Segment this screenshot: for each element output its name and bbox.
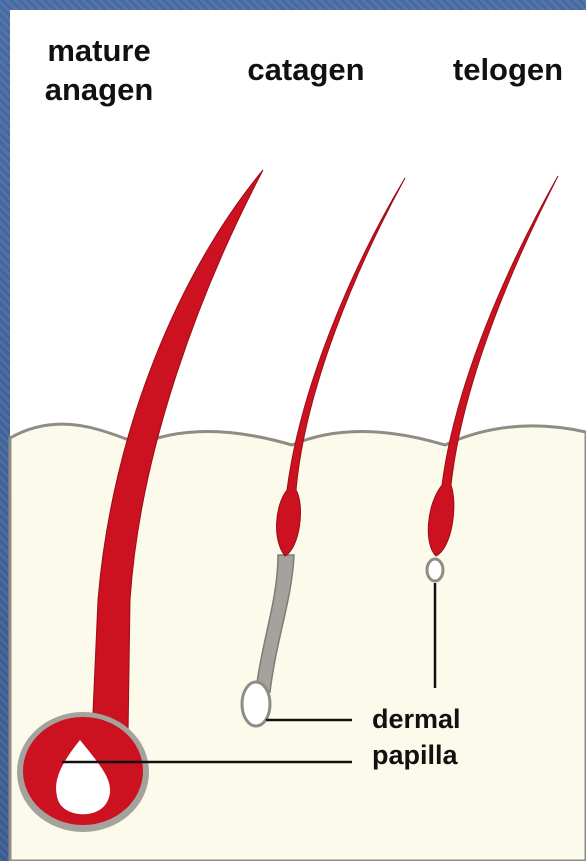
callout-papilla: papilla: [372, 740, 458, 771]
catagen-dermal-papilla: [242, 682, 270, 726]
stage-label-mature-anagen: mature anagen: [24, 31, 174, 109]
stage-label-anagen-line: anagen: [24, 70, 174, 109]
callout-dermal: dermal: [372, 704, 461, 735]
telogen-dermal-papilla: [427, 559, 443, 581]
stage-label-mature-line: mature: [24, 31, 174, 70]
stage-label-catagen: catagen: [226, 50, 386, 89]
stage-label-telogen: telogen: [430, 50, 586, 89]
